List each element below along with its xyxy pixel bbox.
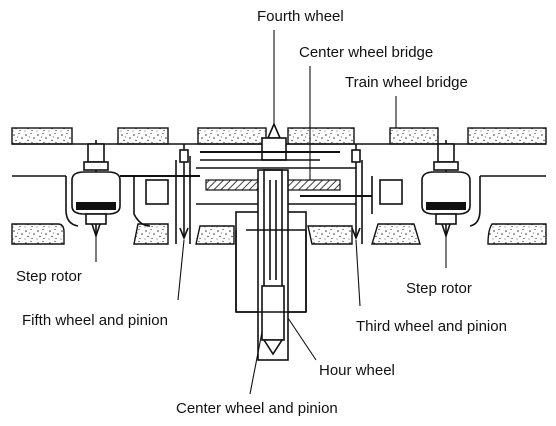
label-center-wheel-bridge: Center wheel bridge [299,44,434,61]
label-step-rotor-right: Step rotor [406,280,472,297]
label-third-wheel-and-pinion: Third wheel and pinion [356,318,507,335]
frame-lines [65,156,481,244]
hour-wheel [235,230,307,313]
step-rotor-left [71,140,121,239]
label-fourth-wheel: Fourth wheel [257,8,344,25]
center-wheel-and-pinion [235,169,307,361]
fourth-wheel [200,121,340,161]
label-step-rotor-left: Step rotor [16,268,82,285]
leader-lines [95,30,447,395]
label-center-wheel-and-pinion: Center wheel and pinion [176,400,338,417]
step-rotor-right [421,140,471,239]
label-train-wheel-bridge: Train wheel bridge [345,74,468,91]
label-hour-wheel: Hour wheel [319,362,395,379]
main-plate [11,175,547,245]
label-fifth-wheel-and-pinion: Fifth wheel and pinion [22,312,168,329]
fifth-wheel-and-pinion [120,144,200,241]
third-wheel-and-pinion [300,144,372,241]
